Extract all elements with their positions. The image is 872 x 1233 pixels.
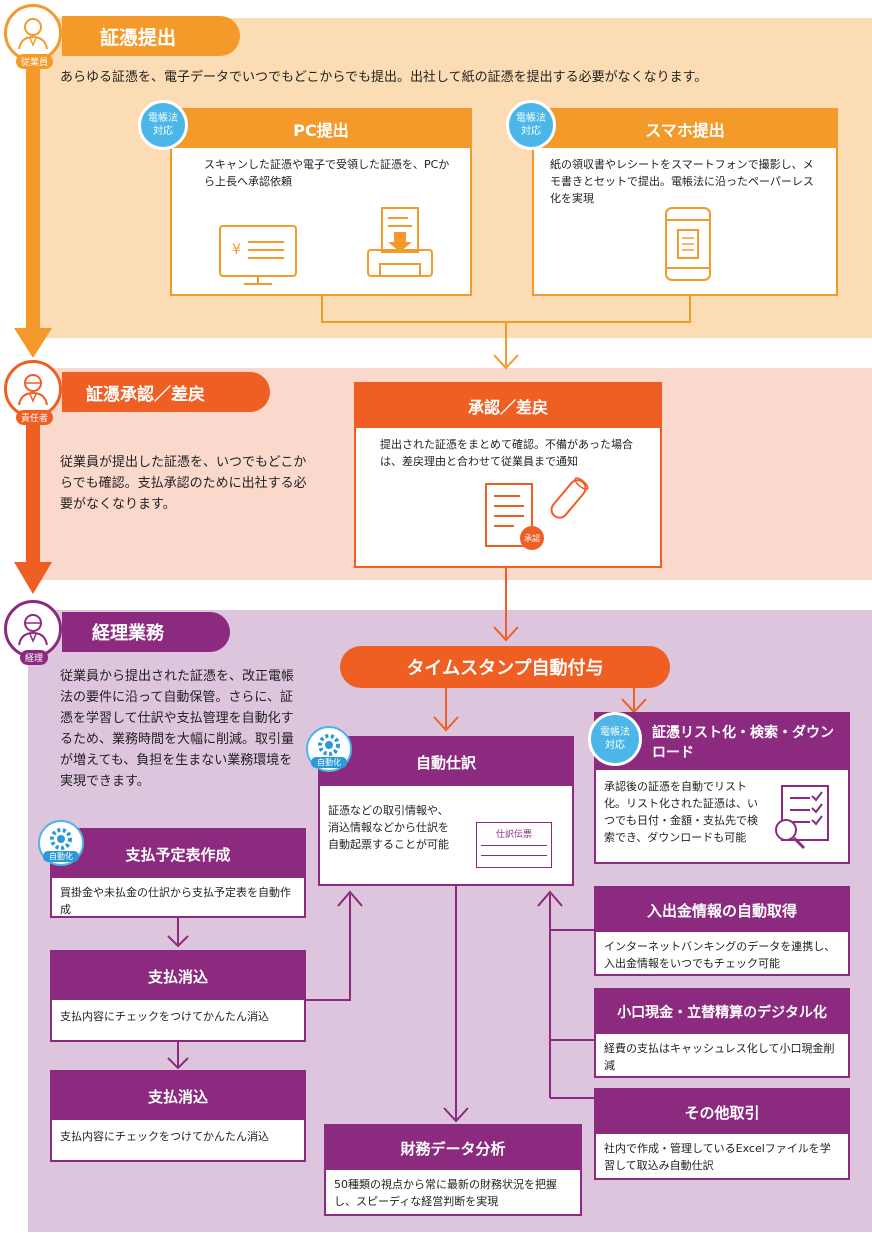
pc-submit-title: PC提出 — [172, 110, 470, 148]
pc-denchoho-badge-text: 電帳法 対応 — [148, 113, 178, 137]
bank-info-card: 入出金情報の自動取得 インターネットバンキングのデータを連携し、入出金情報をいつ… — [594, 886, 850, 976]
journal-title: 自動仕訳 — [320, 738, 572, 786]
section1-description: あらゆる証憑を、電子データでいつでもどこからでも提出。出社して紙の証憑を提出する… — [60, 70, 708, 85]
person-with-glasses-icon — [18, 614, 48, 646]
phone-denchoho-badge-text: 電帳法 対応 — [516, 113, 546, 137]
phone-denchoho-badge: 電帳法 対応 — [506, 100, 556, 150]
financial-analysis-body: 50種類の視点から常に最新の財務状況を把握し、スピーディな経営判断を実現 — [334, 1178, 557, 1208]
approval-card: 承認／差戻 提出された証憑をまとめて確認。不備があった場合は、差戻理由と合わせて… — [354, 382, 662, 568]
payment-clear-body-1: 支払内容にチェックをつけてかんたん消込 — [60, 1010, 269, 1023]
journal-slip-icon: 仕訳伝票 — [476, 822, 552, 868]
checklist-search-icon — [775, 785, 829, 850]
slip-line — [481, 845, 547, 846]
financial-analysis-card: 財務データ分析 50種類の視点から常に最新の財務状況を把握し、スピーディな経営判… — [324, 1124, 582, 1216]
manager-role-tag: 責任者 — [16, 410, 54, 425]
slip-line — [481, 855, 547, 856]
payment-clear-body-2: 支払内容にチェックをつけてかんたん消込 — [60, 1130, 269, 1143]
list-denchoho-badge: 電帳法 対応 — [588, 712, 642, 766]
petty-cash-body: 経費の支払はキャッシュレス化して小口現金削減 — [604, 1042, 835, 1072]
section3-title-text: 経理業務 — [92, 623, 164, 644]
list-search-card: 証憑リスト化・検索・ダウンロード 承認後の証憑を自動でリスト化。リスト化された証… — [594, 712, 850, 864]
schedule-card: 支払予定表作成 買掛金や未払金の仕訳から支払予定表を自動作成 — [50, 828, 306, 918]
phone-submit-body: 紙の領収書やレシートをスマートフォンで撮影し、メモ書きとセットで提出。電帳法に沿… — [550, 158, 814, 205]
section3-description: 従業員から提出された証憑を、改正電帳法の要件に沿って自動保管。さらに、証憑を学習… — [60, 669, 295, 789]
journal-auto-badge-text: 自動化 — [311, 757, 347, 768]
schedule-body: 買掛金や未払金の仕訳から支払予定表を自動作成 — [60, 886, 291, 916]
payment-clear-title-1: 支払消込 — [52, 952, 304, 1000]
other-transactions-card: その他取引 社内で作成・管理しているExcelファイルを学習して取込み自動仕訳 — [594, 1088, 850, 1180]
person-with-glasses-icon — [18, 374, 48, 406]
list-denchoho-badge-text: 電帳法 対応 — [600, 727, 630, 751]
schedule-auto-badge: 自動化 — [38, 820, 84, 866]
pc-submit-body: スキャンした証憑や電子で受領した証憑を、PCから上長へ承認依頼 — [204, 158, 450, 188]
employee-avatar — [4, 4, 62, 62]
accountant-role-tag: 経理 — [20, 650, 49, 665]
gear-icon — [50, 828, 72, 850]
approval-title: 承認／差戻 — [356, 384, 660, 428]
petty-cash-card: 小口現金・立替精算のデジタル化 経費の支払はキャッシュレス化して小口現金削減 — [594, 988, 850, 1078]
bank-info-body: インターネットバンキングのデータを連携し、入出金情報をいつでもチェック可能 — [604, 940, 836, 970]
gear-icon — [318, 734, 340, 756]
section1-title-text: 証憑提出 — [100, 26, 177, 49]
payment-clear-card-1: 支払消込 支払内容にチェックをつけてかんたん消込 — [50, 950, 306, 1042]
payment-clear-title-2: 支払消込 — [52, 1072, 304, 1120]
svg-text:¥: ¥ — [232, 242, 241, 258]
phone-submit-card: スマホ提出 紙の領収書やレシートをスマートフォンで撮影し、メモ書きとセットで提出… — [532, 108, 838, 296]
journal-card: 自動仕訳 証憑などの取引情報や、消込情報などから仕訳を自動起票することが可能 仕… — [318, 736, 574, 886]
petty-cash-title: 小口現金・立替精算のデジタル化 — [596, 990, 848, 1034]
section3-title: 経理業務 — [62, 612, 230, 652]
approval-document-icon — [485, 477, 589, 547]
journal-slip-label: 仕訳伝票 — [495, 830, 532, 840]
schedule-auto-badge-text: 自動化 — [43, 851, 79, 862]
phone-submit-title: スマホ提出 — [534, 110, 836, 148]
schedule-title: 支払予定表作成 — [52, 830, 304, 878]
approval-body: 提出された証憑をまとめて確認。不備があった場合は、差戻理由と合わせて従業員まで通… — [380, 438, 633, 468]
approval-stamp: 承認 — [520, 526, 544, 550]
list-search-body: 承認後の証憑を自動でリスト化。リスト化された証憑は、いつでも日付・金額・支払先で… — [604, 780, 758, 844]
timestamp-pill-text: タイムスタンプ自動付与 — [406, 658, 604, 679]
pc-denchoho-badge: 電帳法 対応 — [138, 100, 188, 150]
section2-title-text: 証憑承認／差戻 — [86, 384, 205, 405]
employee-role-tag: 従業員 — [16, 54, 54, 69]
section1-title: 証憑提出 — [62, 16, 240, 56]
section2-description: 従業員が提出した証憑を、いつでもどこからでも確認。支払承認のために出社する必要が… — [60, 455, 307, 512]
timestamp-pill: タイムスタンプ自動付与 — [340, 646, 670, 688]
other-transactions-title: その他取引 — [596, 1090, 848, 1134]
smartphone-icon — [665, 207, 711, 281]
financial-analysis-title: 財務データ分析 — [326, 1126, 580, 1170]
pc-and-printer-icon: ¥ — [219, 207, 433, 285]
pc-submit-card: PC提出 スキャンした証憑や電子で受領した証憑を、PCから上長へ承認依頼 ¥ — [170, 108, 472, 296]
journal-body: 証憑などの取引情報や、消込情報などから仕訳を自動起票することが可能 — [328, 804, 449, 851]
person-icon — [18, 18, 48, 50]
journal-auto-badge: 自動化 — [306, 726, 352, 772]
other-transactions-body: 社内で作成・管理しているExcelファイルを学習して取込み自動仕訳 — [604, 1142, 831, 1172]
payment-clear-card-2: 支払消込 支払内容にチェックをつけてかんたん消込 — [50, 1070, 306, 1162]
bank-info-title: 入出金情報の自動取得 — [596, 888, 848, 932]
section2-title: 証憑承認／差戻 — [62, 372, 270, 412]
